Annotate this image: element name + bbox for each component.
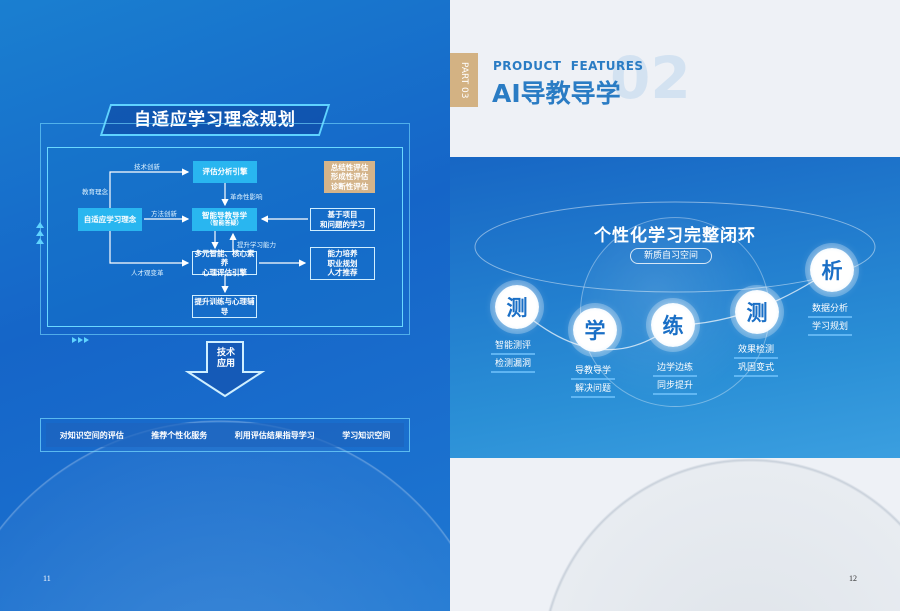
bar-item: 利用评估结果指导学习 [234, 430, 315, 440]
bar-item: 学习知识空间 [342, 430, 391, 440]
bar-item: 对知识空间的评估 [59, 430, 124, 440]
subtitle: PRODUCT FEATURES [493, 59, 644, 73]
ability-box: 能力培养 职业规划 人才推荐 [310, 247, 375, 280]
smart-teach-label: 智能导教导学 [202, 211, 247, 221]
multi-line: 心理评估引擎 [202, 267, 247, 277]
loop-title: 个性化学习完整闭环 [594, 226, 756, 246]
label-improve: 提升学习能力 [237, 241, 276, 249]
multi-line: 多元智能、核心素养 [194, 248, 255, 268]
project-line: 基于项目 [327, 210, 358, 220]
adaptive-box: 自适应学习理念 [78, 208, 142, 231]
node-tag: 边学边练 [653, 360, 698, 377]
eval-engine-box: 评估分析引擎 [193, 161, 257, 183]
node-tag: 检测漏洞 [491, 356, 536, 373]
label-revolution: 革命性影响 [230, 193, 263, 201]
right-header [450, 0, 900, 157]
bottom-bar: 对知识空间的评估 推荐个性化服务 利用评估结果指导学习 学习知识空间 [46, 423, 404, 447]
label-edu: 教育理念 [82, 188, 108, 196]
bottom-bar-frame [40, 418, 410, 452]
project-box: 基于项目 和问题的学习 [310, 208, 375, 231]
diagram-outer-frame [40, 123, 410, 335]
node-tag: 解决问题 [571, 381, 616, 398]
node-tag: 智能测评 [491, 338, 536, 355]
label-talent: 人才观变革 [131, 269, 164, 277]
left-title: 自适应学习理念规划 [134, 110, 296, 130]
eval-type: 形成性评估 [330, 172, 369, 182]
right-bottom-globe [450, 458, 900, 611]
tech-application-text: 技术应用 [216, 348, 235, 369]
node-tag: 导教导学 [571, 363, 616, 380]
node-check: 测 [735, 290, 779, 334]
page-number: 11 [43, 574, 51, 583]
eval-types-box: 总结性评估 形成性评估 诊断性评估 [324, 161, 375, 193]
big-number: 02 [610, 44, 691, 112]
smart-teach-box: 智能导教导学 （智能答疑） [192, 208, 257, 231]
left-page: 自适应学习理念规划 评估分析引擎 总结性评估 形成性评估 诊断性评估 自适应学习… [0, 0, 450, 611]
right-title: AI导教导学 [492, 79, 621, 108]
node-tag: 同步提升 [653, 378, 698, 395]
node-measure: 测 [495, 285, 539, 329]
part-label: PART 03 [450, 53, 478, 107]
node-analyze: 析 [810, 248, 854, 292]
eval-type: 诊断性评估 [330, 181, 369, 191]
node-tag: 巩固变式 [734, 360, 779, 377]
node-practice: 练 [651, 303, 695, 347]
diagram-arrows [36, 168, 308, 398]
smart-teach-sub: （智能答疑） [206, 220, 243, 228]
multi-box: 多元智能、核心素养 心理评估引擎 [192, 248, 257, 277]
loop-subtitle: 新质自习空间 [630, 248, 712, 264]
eval-type: 总结性评估 [330, 162, 369, 172]
label-tech: 技术创新 [134, 163, 160, 171]
ability-line: 人才推荐 [327, 268, 358, 278]
node-tag: 效果检测 [734, 342, 779, 359]
page-number: 12 [849, 574, 857, 583]
ability-line: 职业规划 [327, 258, 358, 268]
label-method: 方法创新 [151, 210, 177, 218]
bar-item: 推荐个性化服务 [151, 430, 208, 440]
training-box: 提升训练与心理辅导 [192, 295, 257, 318]
node-tag: 学习规划 [808, 319, 853, 336]
down-arrow-shape [184, 341, 266, 398]
project-line: 和问题的学习 [320, 219, 365, 229]
ability-line: 能力培养 [327, 249, 358, 259]
node-learn: 学 [573, 308, 617, 352]
node-tag: 数据分析 [808, 301, 853, 318]
